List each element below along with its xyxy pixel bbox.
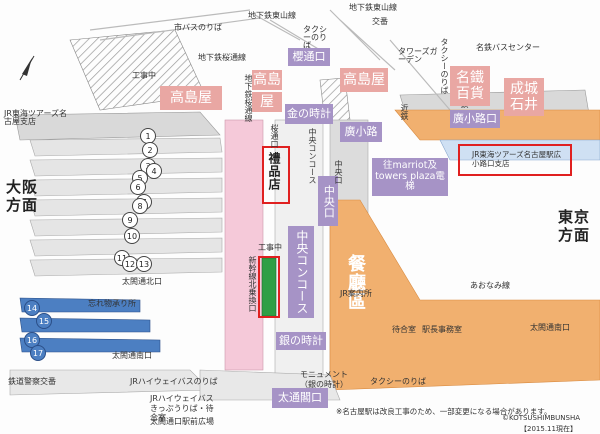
platform-10: 10: [124, 228, 140, 244]
compass-arrow: [19, 55, 35, 81]
footer-copyright: ©KOTSUSHIMBUNSHA: [502, 414, 581, 422]
waiting-room-label: 待合室: [392, 325, 416, 334]
central-exit-label: 中央口: [334, 160, 343, 184]
monument-label: モニュメント（銀の時計）: [300, 370, 348, 389]
shinkansen-north-label: 新幹線北乗換口: [248, 256, 257, 312]
subway-sakuradori-vertical-label: 地下鉄桜通線: [244, 74, 253, 122]
building-left: [14, 111, 221, 141]
jr-highway-ticket-label: JRハイウェイバスきっぷうりば・待合室: [150, 394, 214, 423]
subway-higashiyama-label-2: 地下鉄東山線: [349, 3, 397, 12]
lost-found-label: 忘れ物承り所: [88, 299, 136, 308]
platform-6: 6: [130, 179, 146, 195]
highlight-shinkansen-gate: [258, 256, 280, 318]
footer-notice: ※名古屋駅は改良工事のため、一部変更になる場合があります。: [336, 407, 552, 416]
silver-clock: 銀の時計: [276, 332, 326, 350]
gold-clock: 金の時計: [285, 104, 333, 124]
direction-osaka: 大阪方面: [6, 178, 39, 214]
taiko-south-label: 太閤通南口: [112, 351, 152, 360]
gift-shop: 禮品店: [267, 152, 281, 191]
construction-left-label: 工事中: [258, 243, 282, 252]
concourse-orange: [329, 199, 600, 391]
jr-tourist-office-label: JR東海ツアーズ名古屋駅広小路口支店: [472, 150, 562, 168]
central-concourse: 中央コンコース: [288, 226, 314, 318]
taiko-exit-label: 太閤通北口: [122, 277, 162, 286]
highlight-gift-shop: [262, 146, 290, 204]
platform-area: [29, 137, 223, 277]
corridor-left: [224, 119, 264, 371]
taiko-south-plaza-label: 太閤通口駅前広場: [150, 417, 214, 426]
jr-info-label: JR案内所: [340, 289, 372, 298]
seijo-ishii: 成城石井: [504, 78, 544, 116]
platform-4: 4: [146, 163, 162, 179]
chuo-concourse-label: 中央コンコース: [308, 128, 317, 184]
takashimaya-right: 高島屋: [340, 68, 388, 92]
footer-date: 【2015.11現在】: [520, 425, 577, 433]
taxi-label-top: タクシーのりば: [303, 25, 327, 50]
construction-top-label: 工事中: [132, 71, 156, 80]
kintetsu-label: 近鉄: [400, 104, 409, 120]
chuo-exit: 中央口: [318, 176, 338, 226]
koban-label: 交番: [372, 17, 388, 26]
aonami-label: あおなみ線: [470, 281, 510, 290]
shinkansen-platforms: [19, 297, 161, 353]
meitetsu-bus-center-label: 名鉄バスセンター: [476, 43, 540, 52]
taiko-exit: 太通閣口: [272, 388, 328, 408]
koji-label: 廣小路: [340, 122, 382, 142]
takashimaya-mid-a: 高島: [252, 70, 282, 90]
city-bus-label: 市バスのりば: [174, 23, 222, 32]
towers-garden-label: タワーズガーデン: [398, 47, 438, 64]
restaurant-area: 餐廳區: [345, 254, 366, 311]
railway-police-label: 鉄道警察交番: [8, 377, 56, 386]
hirokoji-exit: 廣小路口: [450, 110, 500, 128]
subway-higashiyama-label: 地下鉄東山線: [248, 11, 296, 20]
sakura-street-label: 桜通口: [270, 124, 279, 148]
direction-tokyo: 東京方面: [558, 208, 591, 244]
taxi-bottom-label: タクシーのりば: [370, 377, 426, 386]
platform-13: 13: [136, 256, 152, 272]
platform-14: 14: [24, 300, 40, 316]
jr-tokai-tours-label: JR東海ツアーズ名古屋支店: [4, 109, 68, 126]
platform-15: 15: [36, 313, 52, 329]
road-lines: [89, 9, 451, 111]
takashimaya-left: 高島屋: [160, 86, 222, 110]
takashimaya-mid-b: 屋: [252, 92, 282, 112]
taiko-street-south-label: 太閤通南口: [530, 323, 570, 332]
taxi-label-right: タクシーのりば: [440, 38, 449, 94]
platform-17: 17: [30, 345, 46, 361]
meitetsu-department-store: 名鐵百貨: [450, 66, 490, 106]
jr-highway-bus-label: JRハイウェイバスのりば: [130, 377, 218, 386]
sakura-exit: 櫻通口: [288, 48, 330, 66]
platform-8: 8: [132, 198, 148, 214]
platform-2: 2: [142, 142, 158, 158]
marriott-elevator: 往marriot及towers plaza電梯: [372, 158, 448, 196]
station-office-label: 駅長事務室: [422, 325, 462, 334]
highlight-jr-tourist-office: [458, 144, 572, 176]
platform-9: 9: [122, 212, 138, 228]
subway-sakuradori-label: 地下鉄桜通線: [198, 53, 246, 62]
